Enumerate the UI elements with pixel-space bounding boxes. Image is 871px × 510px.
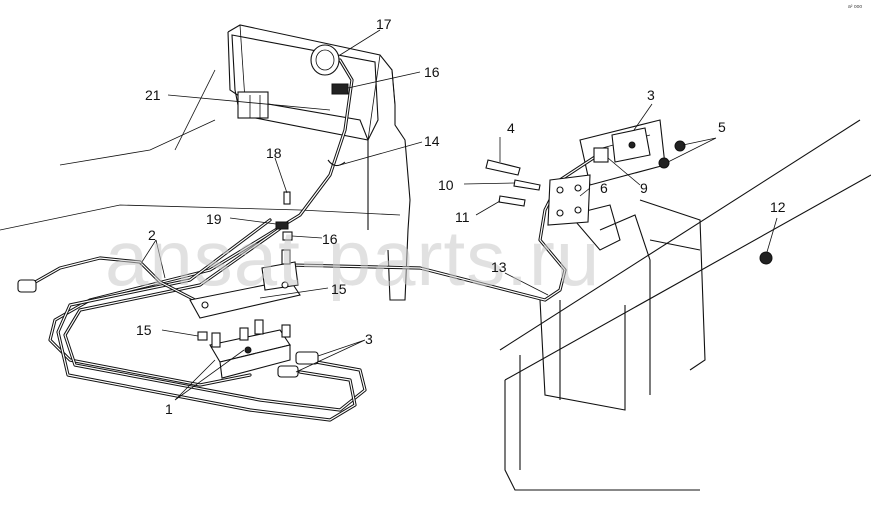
callout-13: 13 (491, 259, 507, 275)
watermark: ansat-parts.ru (105, 214, 600, 302)
hose-fitting (275, 221, 289, 230)
callout-1: 1 (165, 401, 173, 417)
callout-3-lower: 3 (365, 331, 373, 347)
tank-fitting (331, 83, 349, 95)
callout-9: 9 (640, 180, 648, 196)
callout-20: 19 (206, 211, 222, 227)
callout-18: 17 (376, 16, 392, 32)
callout-14: 14 (424, 133, 440, 149)
callout-12: 12 (770, 199, 786, 215)
tank-cap (310, 44, 340, 76)
pin (283, 191, 291, 205)
callout-19: 18 (266, 145, 282, 161)
end-fitting (17, 279, 37, 293)
callout-16-lower: 15 (136, 322, 152, 338)
callout-4: 4 (507, 120, 515, 136)
callout-11: 11 (455, 209, 470, 225)
leader-lines (139, 29, 778, 401)
callout-2: 2 (148, 227, 156, 243)
tank-bracket (237, 91, 269, 119)
callout-6: 6 (600, 180, 608, 196)
callout-17: 16 (424, 64, 440, 80)
callout-3-upper: 3 (647, 87, 655, 103)
bolt (485, 159, 521, 176)
callout-16-upper: 16 (322, 231, 338, 247)
callout-5: 5 (718, 119, 726, 135)
callout-labels: 17 16 21 14 18 19 16 2 15 15 3 1 4 10 11… (136, 16, 786, 417)
chassis-outline (0, 24, 871, 491)
callout-10: 10 (438, 177, 454, 193)
components (17, 44, 773, 379)
corner-reference: a² ooo (848, 4, 862, 10)
callout-21: 21 (145, 87, 161, 103)
callout-15: 15 (331, 281, 347, 297)
mounting-bracket (189, 279, 301, 319)
